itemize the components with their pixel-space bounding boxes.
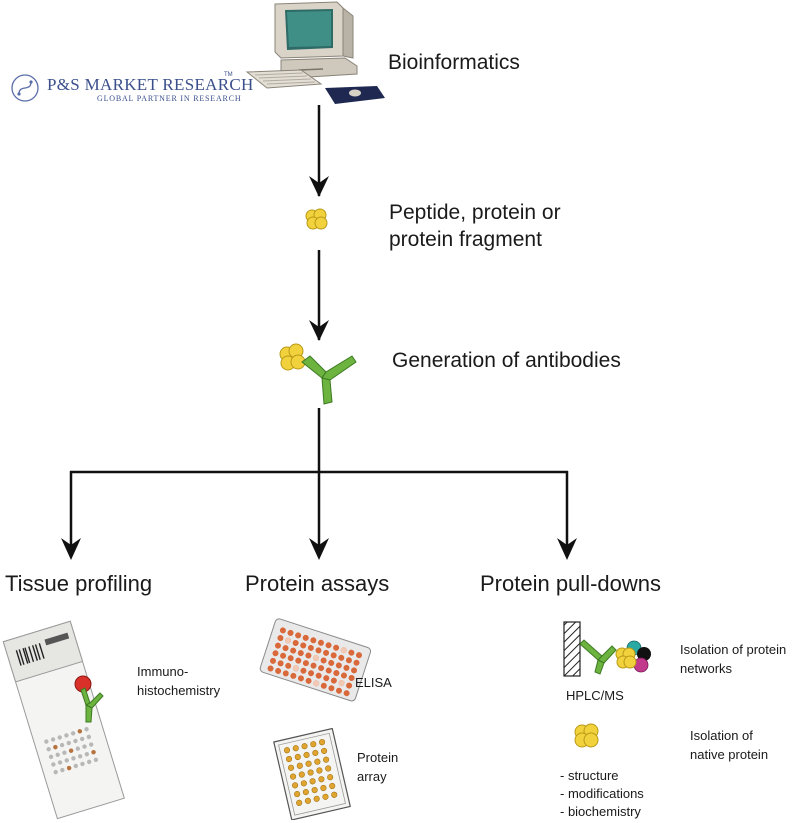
elisa-label: ELISA [355, 675, 392, 690]
arrowhead-left [61, 538, 81, 560]
protein-pulldowns-title: Protein pull-downs [480, 571, 661, 596]
peptide-label-line2: protein fragment [389, 228, 542, 251]
pulldown-column-icon [563, 621, 651, 677]
network-label-line1: Isolation of protein [680, 642, 787, 657]
array-label-line1: Protein [357, 750, 399, 765]
protein-blob-icon [305, 208, 328, 230]
tissue-profiling-title: Tissue profiling [5, 571, 153, 596]
arrowhead-1 [309, 176, 329, 197]
logo-tagline: GLOBAL PARTNER IN RESEARCH [97, 94, 242, 103]
array-label-line2: array [357, 769, 387, 784]
bioinformatics-label: Bioinformatics [388, 51, 520, 74]
logo-name: P&S MARKET RESEARCH [47, 75, 254, 94]
tissue-slide-icon [2, 620, 125, 820]
computer-icon [245, 1, 385, 104]
arrowhead-center [309, 538, 329, 560]
protein-assays-title: Protein assays [245, 571, 390, 596]
elisa-plate-icon [259, 618, 372, 702]
antibodies-label: Generation of antibodies [392, 349, 621, 372]
bullet-biochemistry: - biochemistry [560, 804, 641, 819]
network-label-line2: networks [680, 661, 733, 676]
native-label-line2: native protein [690, 747, 769, 762]
peptide-label-line1: Peptide, protein or [389, 201, 561, 224]
protein-array-icon [273, 728, 351, 820]
hplc-label: HPLC/MS [566, 688, 624, 703]
antibody-with-antigen-icon [279, 343, 357, 405]
immuno-label-line2: histochemistry [137, 683, 221, 698]
bullet-modifications: - modifications [560, 786, 644, 801]
bullet-structure: - structure [560, 768, 619, 783]
logo-mark-icon [11, 74, 39, 102]
immuno-label-line1: Immuno- [137, 664, 189, 679]
immunostain-antibody-icon [74, 675, 104, 723]
arrowhead-right [557, 538, 577, 560]
arrowhead-2 [309, 320, 329, 341]
native-label-line1: Isolation of [690, 728, 753, 743]
native-protein-icon [574, 723, 599, 748]
logo-trademark: TM [224, 72, 233, 78]
